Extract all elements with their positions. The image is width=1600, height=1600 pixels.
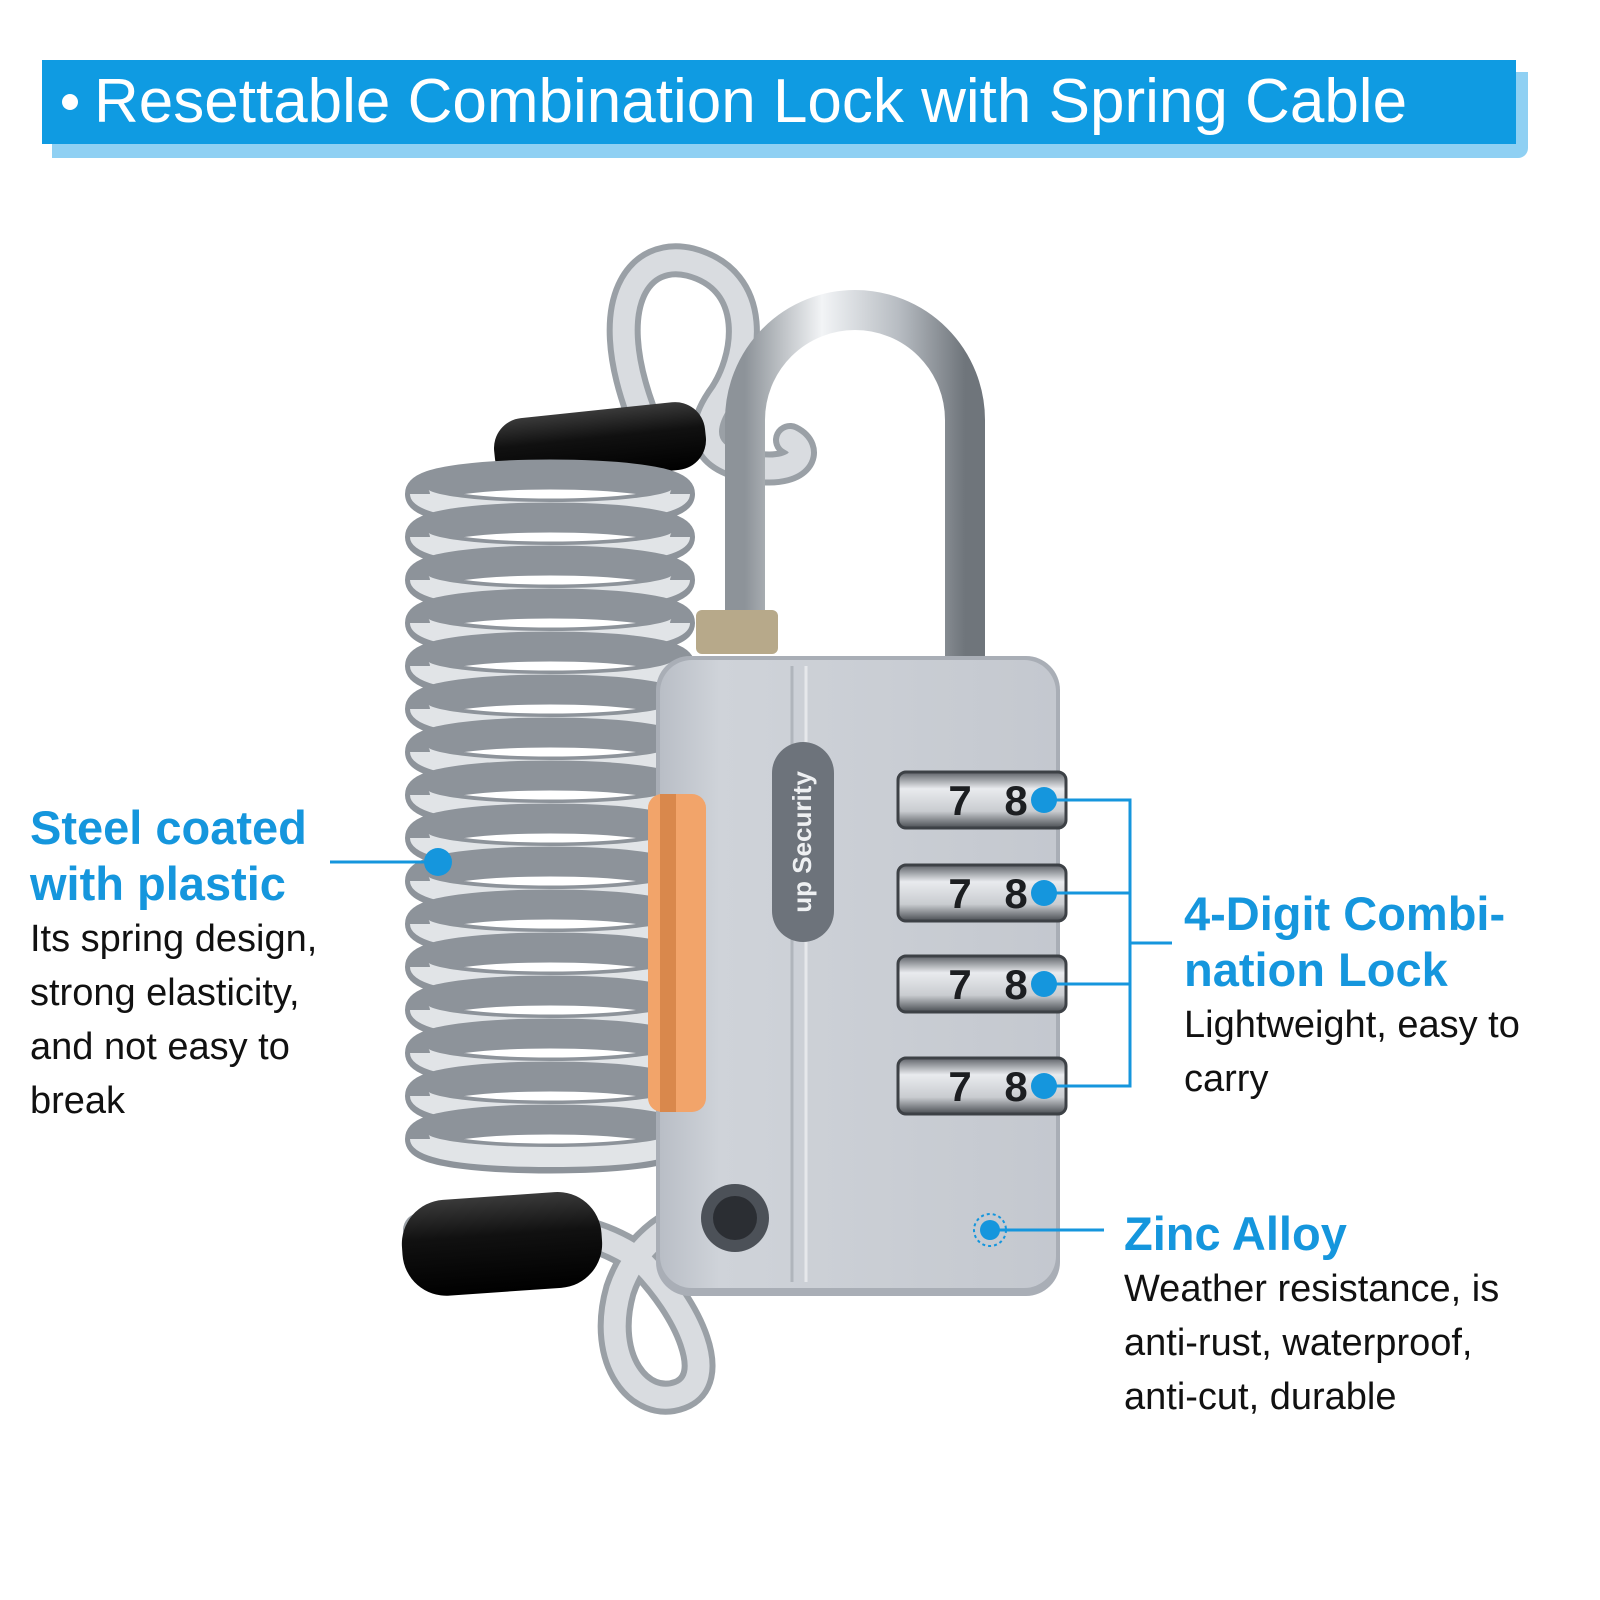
marker-dot-icon (980, 1220, 1000, 1240)
brand-label: up Security (787, 771, 817, 913)
marker-ring-icon (973, 1213, 1007, 1247)
callout-body: Weather resistance, is anti-rust, waterp… (1124, 1268, 1500, 1418)
callout-zinc-alloy: Zinc Alloy Weather resistance, is anti-r… (1124, 1206, 1584, 1424)
marker-dot-icon (1031, 971, 1057, 997)
dial-digit: 7 (948, 961, 971, 1008)
dial-digit: 8 (1004, 777, 1027, 824)
dial-digit: 7 (948, 777, 971, 824)
marker-dot-icon (1031, 880, 1057, 906)
shackle (725, 290, 985, 660)
brand-badge (772, 742, 834, 942)
shackle-collar (696, 610, 778, 654)
dial-digit: 7 (948, 870, 971, 917)
spring-cable-coil (405, 459, 696, 1174)
dial-digit: 8 (1004, 961, 1027, 1008)
bottom-cable-cap (401, 1191, 603, 1296)
banner-title: Resettable Combination Lock with Spring … (94, 67, 1408, 136)
callout-body: Lightweight, easy to carry (1184, 1004, 1520, 1100)
callout-4-digit-lock: 4-Digit Combi- nation Lock Lightweight, … (1184, 886, 1594, 1106)
leader-lines (330, 798, 1172, 1232)
marker-dot-icon (1031, 787, 1057, 813)
bullet-icon (62, 94, 78, 110)
callout-heading: Steel coated with plastic (30, 801, 307, 910)
callout-body: Its spring design, strong elasticity, an… (30, 918, 318, 1122)
dial-digit: 7 (948, 1063, 971, 1110)
callout-steel-coated: Steel coated with plastic Its spring des… (30, 800, 370, 1128)
marker-dot-icon (1031, 1073, 1057, 1099)
callout-heading: 4-Digit Combi- nation Lock (1184, 887, 1506, 996)
title-banner: Resettable Combination Lock with Spring … (42, 60, 1516, 144)
callout-heading: Zinc Alloy (1124, 1207, 1347, 1260)
orange-side-stripe (648, 794, 706, 1112)
dial-digit: 8 (1004, 1063, 1027, 1110)
dial-digit: 8 (1004, 870, 1027, 917)
marker-dot-icon (424, 848, 452, 876)
callout-markers (424, 787, 1057, 1247)
